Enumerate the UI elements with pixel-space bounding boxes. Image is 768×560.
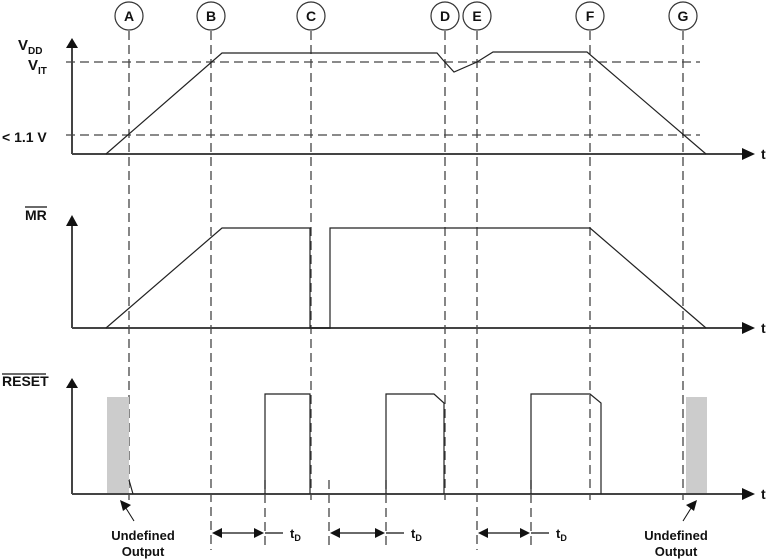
undefined-output-annotation-left: Undefined Output bbox=[111, 500, 175, 559]
marker-B: B bbox=[196, 1, 226, 31]
mr-t-arrow-icon bbox=[742, 322, 755, 334]
vdd-label: VDD bbox=[18, 37, 42, 57]
reset-y-arrow-icon bbox=[66, 378, 78, 388]
marker-G: G bbox=[668, 1, 698, 31]
mr-t-label: t bbox=[761, 320, 766, 336]
undefined-output-region-right bbox=[686, 397, 707, 494]
td-guide-lines bbox=[264, 480, 532, 550]
td-annotation-2: tD bbox=[330, 526, 422, 543]
svg-text:Undefined: Undefined bbox=[644, 528, 708, 543]
double-arrow-right-icon bbox=[375, 528, 385, 538]
vdd-y-arrow-icon bbox=[66, 38, 78, 48]
vdd-t-arrow-icon bbox=[742, 148, 755, 160]
td-label: tD bbox=[411, 526, 422, 543]
reset-pulse-1 bbox=[264, 393, 311, 494]
marker-D: D bbox=[430, 1, 460, 31]
vit-label: VIT bbox=[28, 57, 47, 77]
marker-guide-lines bbox=[128, 31, 684, 550]
reset-pulse-2 bbox=[385, 393, 445, 494]
marker-F: F bbox=[575, 1, 605, 31]
double-arrow-right-icon bbox=[520, 528, 530, 538]
marker-G-label: G bbox=[678, 8, 689, 24]
marker-C: C bbox=[296, 1, 326, 31]
reset-t-arrow-icon bbox=[742, 488, 755, 500]
vdd-waveform bbox=[105, 51, 707, 155]
mr-waveform bbox=[105, 227, 707, 329]
marker-C-label: C bbox=[306, 8, 316, 24]
reset-pulse-3 bbox=[530, 393, 602, 494]
svg-text:Output: Output bbox=[122, 544, 165, 559]
mr-label: MR bbox=[25, 207, 47, 223]
double-arrow-left-icon bbox=[212, 528, 222, 538]
pointer-arrow-icon bbox=[686, 500, 697, 511]
td-annotation-1: tD bbox=[212, 526, 301, 543]
vdd-t-label: t bbox=[761, 146, 766, 162]
td-label: tD bbox=[556, 526, 567, 543]
marker-A-label: A bbox=[124, 8, 134, 24]
td-label: tD bbox=[290, 526, 301, 543]
svg-text:Undefined: Undefined bbox=[111, 528, 175, 543]
low-threshold-label: < 1.1 V bbox=[2, 129, 47, 145]
marker-E: E bbox=[462, 1, 492, 31]
marker-F-label: F bbox=[586, 8, 595, 24]
mr-panel: MR t bbox=[25, 206, 766, 336]
svg-text:Output: Output bbox=[655, 544, 698, 559]
marker-A: A bbox=[114, 1, 144, 31]
vdd-panel: VDD VIT < 1.1 V t bbox=[2, 37, 766, 162]
undefined-output-annotation-right: Undefined Output bbox=[644, 500, 708, 559]
td-annotation-3: tD bbox=[478, 526, 567, 543]
reset-panel: RESET t Undefined Output Undefined Outpu… bbox=[2, 373, 766, 559]
reset-t-label: t bbox=[761, 486, 766, 502]
marker-E-label: E bbox=[472, 8, 481, 24]
mr-y-arrow-icon bbox=[66, 215, 78, 226]
marker-B-label: B bbox=[206, 8, 216, 24]
double-arrow-left-icon bbox=[478, 528, 488, 538]
reset-undefined-edge bbox=[128, 479, 134, 495]
pointer-arrow-icon bbox=[120, 500, 131, 511]
double-arrow-right-icon bbox=[254, 528, 264, 538]
reset-label: RESET bbox=[2, 373, 49, 389]
marker-D-label: D bbox=[440, 8, 450, 24]
undefined-output-region-left bbox=[107, 397, 129, 494]
double-arrow-left-icon bbox=[330, 528, 340, 538]
